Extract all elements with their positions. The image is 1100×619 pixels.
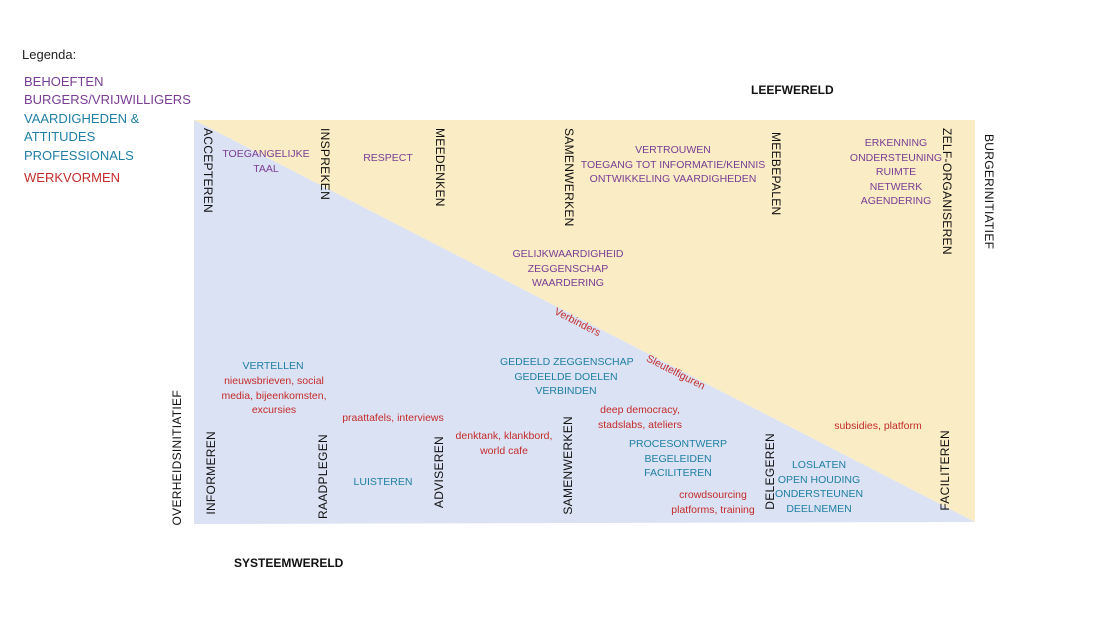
methods-faciliteren: subsidies, platform	[826, 419, 930, 434]
stage-top-zelf-organiseren: ZELF-ORGANISEREN	[940, 128, 954, 255]
skills-vertellen: VERTELLEN	[238, 359, 308, 374]
block-line: nieuwsbrieven, social	[224, 375, 324, 387]
block-line: GEDEELD ZEGGENSCHAP	[500, 356, 634, 368]
block-line: PROCESONTWERP	[628, 438, 727, 450]
block-line: subsidies, platform	[834, 420, 922, 432]
methods-informeren: nieuwsbrieven, social media, bijeenkomst…	[216, 374, 332, 418]
block-line: crowdsourcing	[679, 489, 747, 501]
legend-item-skills: PROFESSIONALS	[24, 148, 134, 163]
block-line: TAAL	[253, 162, 279, 175]
block-line: AGENDERING	[860, 195, 932, 207]
block-line: platforms, training	[671, 503, 755, 516]
block-line: DEELNEMEN	[786, 502, 852, 515]
block-line: VERBINDEN	[535, 385, 597, 397]
block-line: RESPECT	[363, 152, 413, 164]
skills-loslaten: LOSLATEN OPEN HOUDING ONDERSTEUNEN DEELN…	[772, 458, 866, 516]
block-line: TOEGANG TOT INFORMATIE/KENNIS	[580, 158, 766, 171]
block-line: FACILITEREN	[644, 467, 712, 479]
stage-top-inspreken: INSPREKEN	[318, 128, 332, 201]
block-line: ERKENNING	[864, 137, 928, 149]
block-line: ZEGGENSCHAP	[527, 262, 609, 275]
legend-item-skills: VAARDIGHEDEN &	[24, 111, 140, 126]
systeemwereld-area	[194, 120, 975, 524]
stage-top-meedenken: MEEDENKEN	[433, 128, 447, 207]
block-line: LOSLATEN	[791, 459, 847, 471]
legend-item-needs: BEHOEFTEN	[24, 74, 104, 89]
block-line: GEDEELDE DOELEN	[514, 370, 618, 383]
stage-bottom-informeren: INFORMEREN	[204, 431, 218, 515]
needs-erkenning: ERKENNING ONDERSTEUNING RUIMTE NETWERK A…	[848, 136, 944, 209]
stage-bottom-samenwerken: SAMENWERKEN	[561, 416, 575, 515]
skills-gedeeld-zeggenschap: GEDEELD ZEGGENSCHAP GEDEELDE DOELEN VERB…	[500, 355, 634, 399]
block-line: RUIMTE	[875, 166, 917, 178]
stage-bottom-raadplegen: RAADPLEGEN	[316, 434, 330, 520]
block-line: ONDERSTEUNEN	[774, 488, 864, 500]
block-line: deep democracy,	[600, 404, 680, 416]
block-line: WAARDERING	[532, 277, 604, 289]
block-line: OPEN HOUDING	[777, 473, 861, 486]
block-line: ONTWIKKELING VAARDIGHEDEN	[589, 173, 757, 185]
block-line: praattafels, interviews	[342, 412, 444, 424]
block-line: world cafe	[480, 444, 528, 457]
legend-title: Legenda:	[22, 47, 77, 62]
axis-label-burgerinitiatief: BURGERINITIATIEF	[982, 134, 996, 250]
stage-top-meebepalen: MEEBEPALEN	[769, 132, 783, 216]
world-label-leefwereld: LEEFWERELD	[751, 83, 834, 97]
block-line: BEGELEIDEN	[644, 452, 712, 465]
axis-label-overheidsinitiatief: OVERHEIDSINITIATIEF	[170, 390, 184, 526]
skills-procesontwerp: PROCESONTWERP BEGELEIDEN FACILITEREN	[626, 437, 730, 481]
block-line: TOEGANGELIJKE	[222, 148, 310, 160]
methods-raadplegen: praattafels, interviews	[334, 411, 452, 426]
legend-item-skills: ATTITUDES	[24, 129, 96, 144]
block-line: denktank, klankbord,	[455, 430, 553, 442]
needs-respect: RESPECT	[358, 151, 418, 166]
block-line: GELIJKWAARDIGHEID	[512, 248, 624, 260]
stage-top-samenwerken: SAMENWERKEN	[562, 128, 576, 227]
needs-gelijkwaardigheid: GELIJKWAARDIGHEID ZEGGENSCHAP WAARDERING	[508, 247, 628, 291]
world-label-systeemwereld: SYSTEEMWERELD	[234, 556, 344, 570]
block-line: VERTELLEN	[242, 360, 304, 372]
block-line: excursies	[251, 404, 297, 416]
legend-item-needs: BURGERS/VRIJWILLIGERS	[24, 92, 191, 107]
methods-samenwerken: deep democracy, stadslabs, ateliers	[588, 403, 692, 432]
block-line: ONDERSTEUNING	[849, 151, 943, 164]
stage-bottom-faciliteren: FACILITEREN	[938, 430, 952, 511]
skills-luisteren: LUISTEREN	[348, 475, 418, 490]
methods-adviseren: denktank, klankbord, world cafe	[448, 429, 560, 458]
legend-item-methods: WERKVORMEN	[24, 170, 121, 185]
block-line: LUISTEREN	[353, 476, 413, 488]
methods-crowdsourcing: crowdsourcing platforms, training	[660, 488, 766, 517]
needs-vertrouwen: VERTROUWEN TOEGANG TOT INFORMATIE/KENNIS…	[578, 143, 768, 187]
stage-bottom-adviseren: ADVISEREN	[432, 436, 446, 509]
needs-toegankelijke-taal: TOEGANGELIJKE TAAL	[221, 147, 311, 176]
block-line: stadslabs, ateliers	[597, 418, 683, 431]
stage-top-accepteren: ACCEPTEREN	[201, 128, 215, 214]
block-line: media, bijeenkomsten,	[221, 389, 327, 402]
block-line: VERTROUWEN	[635, 144, 711, 156]
block-line: NETWERK	[869, 180, 923, 193]
